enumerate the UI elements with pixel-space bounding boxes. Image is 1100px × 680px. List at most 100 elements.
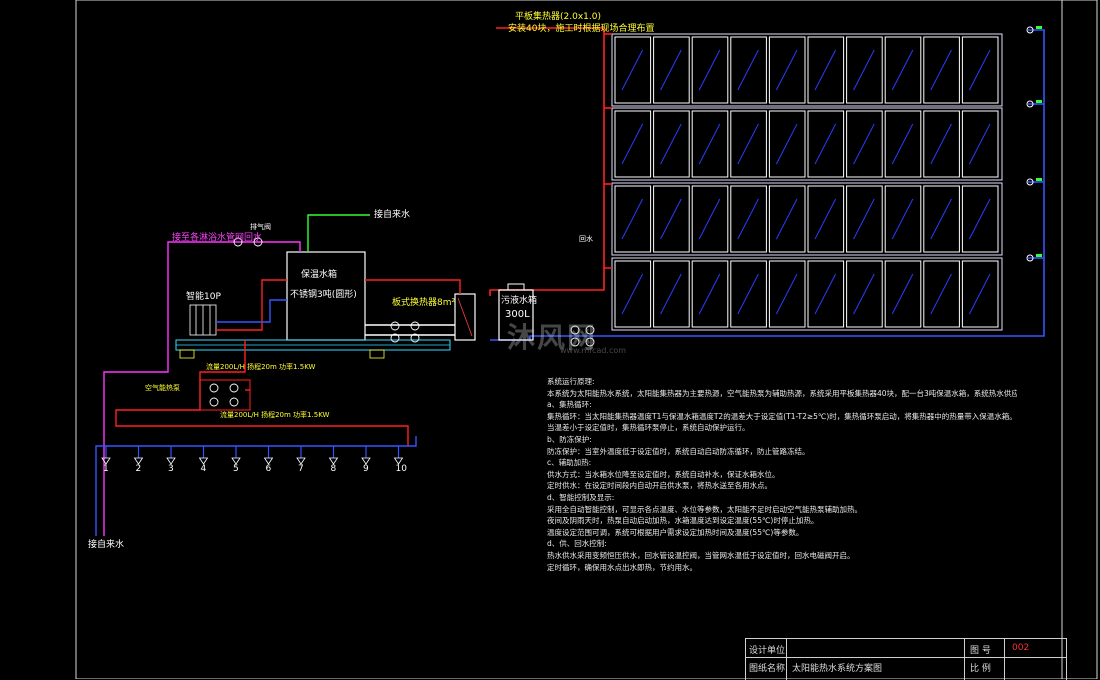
collector-panel: [807, 110, 845, 178]
heatpump-label: 空气能热泵: [145, 384, 180, 392]
collector-glare: [775, 198, 798, 240]
collector-panel: [691, 185, 729, 253]
collector-row: [611, 33, 1003, 107]
fixture-supply-piping: [115, 340, 409, 446]
collector-glare: [660, 198, 682, 240]
collector-panel: [807, 260, 845, 328]
shower-head-icon: [328, 457, 339, 465]
collector-panel: [961, 260, 999, 328]
collector-panel: [768, 36, 806, 104]
shower-head-icon: [166, 457, 176, 465]
collector-panel: [961, 185, 999, 253]
shower-head-icon: [231, 457, 241, 465]
collector-glare: [775, 123, 798, 165]
collector-glare: [853, 123, 875, 165]
fixture-return-line: [103, 241, 301, 536]
collector-glare: [853, 198, 875, 240]
collector-title-label: 平板集热器(2.0x1.0): [515, 12, 601, 22]
collector-panel: [846, 36, 883, 104]
fixture-drops: [101, 446, 404, 465]
watermark: 沐风网: [507, 321, 598, 354]
distribution-header: [95, 436, 417, 536]
notes-line: b、防冻保护:: [547, 434, 592, 444]
fixture-number: 9: [363, 464, 369, 474]
collector-glare: [660, 123, 682, 165]
collector-panel: [846, 110, 883, 178]
collector-glare: [853, 49, 875, 91]
collector-glare: [660, 273, 682, 315]
notes-line: 夜间及阴雨天时，热泵自动启动加热，水箱温度达到设定温度(55℃)时停止加热。: [547, 516, 819, 526]
notes-line: 防冻保护：当室外温度低于设定值时，系统自动启动防冻循环，防止管路冻结。: [547, 446, 810, 456]
title-block: 设计单位 图纸名称 太阳能热水系统方案图 图 号 002 比 例: [745, 638, 1067, 680]
collector-glare: [814, 49, 837, 91]
shower-head-icon: [198, 457, 209, 465]
plate-heat-exchanger: [454, 293, 476, 341]
fixture-number: 2: [135, 464, 142, 474]
notes-line: 热水供水采用变频恒压供水，回水管设温控阀，当管网水温低于设定值时，回水电磁阀开启…: [547, 550, 855, 560]
tank-hx-piping: [216, 279, 461, 336]
design-notes: 系统运行原理: 本系统为太阳能热水系统，太阳能集热器为主要热源，空气能热泵为辅助…: [547, 376, 1017, 573]
collector-panel: [691, 260, 729, 328]
pump-spec-2: 流量200L/H 扬程20m 功率1.5KW: [220, 411, 330, 419]
collector-panel: [730, 36, 767, 104]
fixture-number: 1: [103, 464, 109, 474]
collector-panel: [730, 110, 767, 178]
tank-name-label: 保温水箱: [301, 270, 338, 280]
collector-panel: [653, 110, 690, 178]
collector-glare: [930, 49, 952, 91]
drawing-name-label: 图纸名称: [749, 664, 786, 674]
expansion-tank-label-1: 污液水箱: [501, 296, 538, 306]
notes-line: 采用全自动智能控制，可显示各点温度、水位等参数，太阳能不足时启动空气能热泵辅助加…: [547, 504, 862, 514]
shower-head-icon: [393, 457, 404, 465]
shower-head-icon: [361, 457, 371, 465]
collector-row: [611, 182, 1003, 256]
collector-panel: [846, 185, 883, 253]
collector-glare: [660, 49, 682, 91]
fixture-number: 10: [395, 464, 407, 474]
collector-panel: [923, 260, 960, 328]
watermark-url: www.mfcad.com: [560, 346, 627, 355]
collector-glare: [621, 123, 644, 165]
plate-hx-label: 板式换热器8m²: [392, 298, 456, 308]
notes-line: c、辅助加热:: [547, 458, 592, 468]
collector-panel: [923, 36, 960, 104]
collector-panel: [961, 36, 999, 104]
notes-line: 定时循环，确保用水点出水即热，节约用水。: [547, 562, 697, 572]
collector-panel: [884, 36, 922, 104]
shower-head-icon: [133, 457, 144, 465]
fixture-number: 7: [298, 464, 304, 474]
collector-glare: [891, 273, 914, 315]
collector-panel: [807, 36, 845, 104]
collector-panel: [691, 110, 729, 178]
notes-line: d、智能控制及显示:: [547, 492, 615, 502]
vent-valves: [1026, 26, 1034, 262]
collector-supply-piping: [489, 27, 612, 296]
collector-note-label: 安装40块，施工时根据现场合理布置: [508, 24, 655, 34]
collector-panel: [923, 185, 960, 253]
collector-glare: [814, 273, 837, 315]
collector-glare: [698, 49, 721, 91]
collector-panel: [691, 36, 729, 104]
collector-glare: [737, 49, 759, 91]
shower-head-icon: [101, 457, 111, 465]
collector-glare: [698, 123, 721, 165]
collector-panel: [768, 185, 806, 253]
supply-left-label: 接自来水: [88, 540, 125, 550]
scale-label: 比 例: [970, 664, 991, 674]
pump-symbols: [209, 237, 595, 407]
notes-line: a、集热循环:: [547, 400, 592, 410]
collector-panel: [884, 260, 922, 328]
notes-line: 当温差小于设定值时，集热循环泵停止，系统自动保护运行。: [547, 423, 750, 433]
collector-panel: [807, 185, 845, 253]
collector-panel: [653, 36, 690, 104]
collector-panel: [730, 185, 767, 253]
notes-line: 温度设定范围可调，系统可根据用户需求设定加热时间及温度(55℃)等参数。: [547, 527, 804, 537]
collector-row: [611, 107, 1003, 181]
fixture-number: 5: [233, 464, 239, 474]
collector-glare: [775, 273, 798, 315]
collector-glare: [891, 49, 914, 91]
shower-head-icon: [263, 457, 274, 465]
heatpump-model-label: 智能10P: [186, 292, 221, 302]
collector-glare: [891, 123, 914, 165]
collector-glare: [930, 123, 952, 165]
